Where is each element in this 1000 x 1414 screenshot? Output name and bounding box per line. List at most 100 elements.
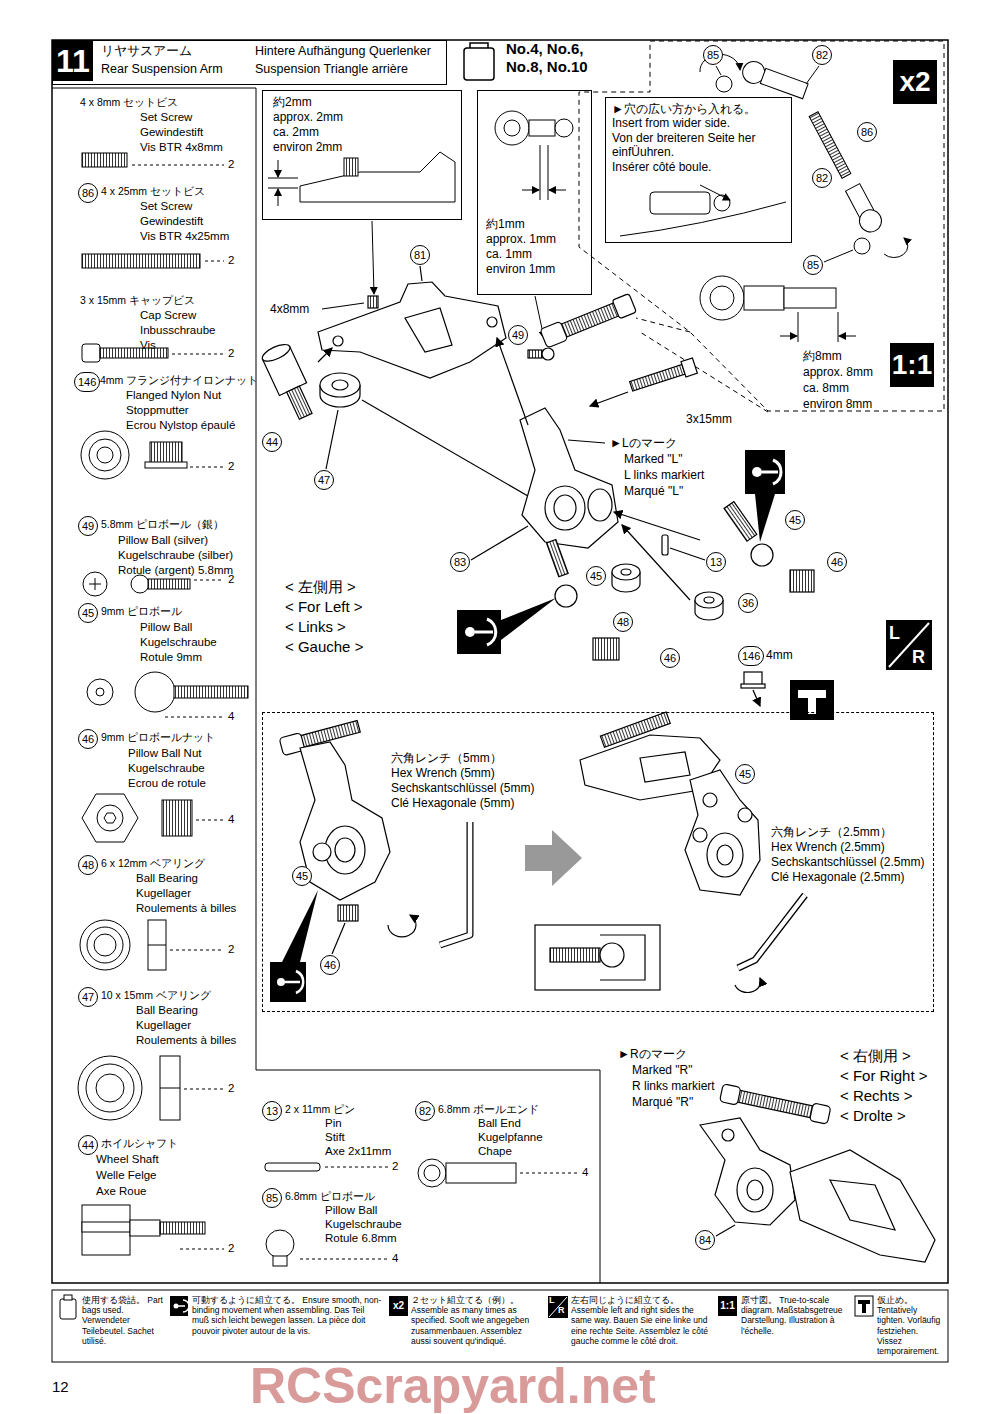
- node-text: Clé Hexagonale (2.5mm): [771, 870, 904, 884]
- callout-number: 85: [262, 1188, 282, 1208]
- quantity: 2: [228, 254, 234, 268]
- callout-number: 83: [450, 552, 470, 572]
- node-text: environ 8mm: [803, 397, 872, 411]
- callout-number: 86: [78, 183, 98, 203]
- page-frame: [52, 40, 948, 1362]
- callout-number: 45: [735, 764, 755, 784]
- quantity: 2: [392, 1160, 398, 1174]
- callout-number: 146: [74, 372, 100, 392]
- part-name: Wheel Shaft: [96, 1153, 159, 1167]
- note: Marqué "R": [632, 1095, 693, 1109]
- part-name: 10 x 15mm ベアリング: [101, 989, 211, 1002]
- node-text: 約1mm: [486, 217, 525, 231]
- callout-number: 82: [812, 168, 832, 188]
- part-name: Kugelschraube (silber): [118, 549, 233, 563]
- node-text: Insérer côté boule.: [612, 160, 785, 174]
- callout-number: 45: [586, 566, 606, 586]
- legend-icon-text: 1:1: [718, 1296, 737, 1316]
- note: ►Rのマーク: [618, 1047, 687, 1061]
- detail-inset: 約1mmapprox. 1mmca. 1mmenviron 1mm: [477, 90, 592, 295]
- part-name: Ball Bearing: [136, 872, 198, 886]
- side-note: < For Left >: [285, 598, 363, 616]
- right-rear-arm-art: [700, 1084, 935, 1262]
- callout-number: 86: [857, 122, 877, 142]
- part-name: Pillow Ball Nut: [128, 747, 202, 761]
- node-text: environ 1mm: [486, 262, 555, 276]
- node-text: Insert from wider side.: [612, 116, 785, 130]
- dashed-outline-path: [579, 41, 944, 411]
- quantity: 2: [228, 1082, 234, 1096]
- note: 3x15mm: [686, 412, 732, 426]
- callout-number: 46: [660, 648, 680, 668]
- symbol-letter: L: [889, 624, 900, 644]
- symbol-icon: x2: [893, 60, 937, 104]
- detail-inset: 約2mmapprox. 2mmca. 2mmenviron 2mm: [262, 90, 462, 220]
- step-header: 11リヤサスアームRear Suspension ArmHintere Aufh…: [52, 40, 447, 85]
- part-name: Set Screw: [140, 200, 192, 214]
- node-text: No.4, No.6, No.8, No.10: [506, 40, 618, 76]
- node-text: Hex Wrench (5mm): [391, 766, 495, 780]
- callout-number: 47: [78, 987, 98, 1007]
- node-text: Von der breiteren Seite her einfÜuhren.: [612, 131, 785, 160]
- callout-number: 13: [262, 1101, 282, 1121]
- callout-number: 44: [262, 432, 282, 452]
- part-name: 4mm フランジ付ナイロンナット: [100, 374, 258, 387]
- node-text: 六角レンチ（5mm）: [391, 751, 502, 765]
- quantity: 4: [228, 813, 234, 827]
- parts-bag: No.4, No.6, No.8, No.10: [462, 40, 622, 84]
- quantity: 2: [228, 1242, 234, 1256]
- node-text: Sechskantschlüssel (5mm): [391, 781, 534, 795]
- part-name: 4 x 25mm セットビス: [101, 185, 205, 198]
- watermark: RCScrapyard.net: [250, 1360, 656, 1413]
- part-name: Rotule 6.8mm: [325, 1232, 397, 1246]
- callout-number: 49: [508, 325, 528, 345]
- note: Marked "R": [632, 1063, 693, 1077]
- part-name: Ball End: [478, 1117, 521, 1131]
- callout-number: 146: [738, 646, 764, 666]
- node-text: Suspension Triangle arrière: [255, 62, 408, 77]
- parts-images: [78, 153, 516, 1266]
- note: L links markiert: [624, 468, 704, 482]
- node-text: Hex Wrench (2.5mm): [771, 840, 885, 854]
- part-name: Vis BTR 4x25mm: [140, 230, 229, 244]
- part-name: Vis: [140, 339, 156, 353]
- side-note: < For Right >: [840, 1067, 928, 1085]
- part-name: Set Screw: [140, 111, 192, 125]
- callout-number: 82: [812, 45, 832, 65]
- part-name: 6.8mm ピロボール: [285, 1190, 375, 1203]
- part-name: Roulements à billes: [136, 1034, 236, 1048]
- part-name: Ecrou de rotule: [128, 777, 206, 791]
- part-name: Kugelschraube: [140, 636, 217, 650]
- node-text: approx. 8mm: [803, 365, 873, 379]
- side-note: < Drolte >: [840, 1107, 906, 1125]
- symbol-icon: 1:1: [890, 343, 934, 387]
- callout-number: 45: [292, 866, 312, 886]
- part-name: 9mm ピロボールナット: [101, 731, 215, 744]
- part-name: Stoppmutter: [126, 404, 189, 418]
- hex-wrench-steps: [279, 712, 805, 992]
- part-name: Stift: [325, 1131, 345, 1145]
- symbol-icons: [270, 450, 932, 1002]
- legend-text: 左右同じように組立てる。 Assemble left and right sid…: [571, 1295, 711, 1346]
- callout-number: 45: [785, 510, 805, 530]
- legend-text: 仮止め。 Tentatively tighten. Vorläufig fest…: [877, 1295, 943, 1356]
- note: R links markiert: [632, 1079, 715, 1093]
- node-text: リヤサスアーム: [101, 44, 192, 59]
- part-name: Ball Bearing: [136, 1004, 198, 1018]
- left-rear-arm-art: [260, 266, 814, 706]
- part-name: Welle Felge: [96, 1169, 157, 1183]
- part-name: Axe 2x11mm: [325, 1145, 391, 1159]
- callout-number: 13: [706, 552, 726, 572]
- part-name: 6 x 12mm ベアリング: [101, 857, 205, 870]
- part-name: Pillow Ball: [325, 1204, 377, 1218]
- quantity: 2: [228, 347, 234, 361]
- part-name: Kugelpfanne: [478, 1131, 543, 1145]
- callout-number: 47: [314, 470, 334, 490]
- callout-number: 45: [78, 603, 98, 623]
- part-name: Rotule (argent) 5.8mm: [118, 564, 233, 578]
- callout-number: 44: [78, 1135, 98, 1155]
- part-name: Flanged Nylon Nut: [126, 389, 221, 403]
- node-text: Rear Suspension Arm: [101, 62, 223, 77]
- callout-number: 49: [78, 516, 98, 536]
- part-name: Gewindestift: [140, 215, 203, 229]
